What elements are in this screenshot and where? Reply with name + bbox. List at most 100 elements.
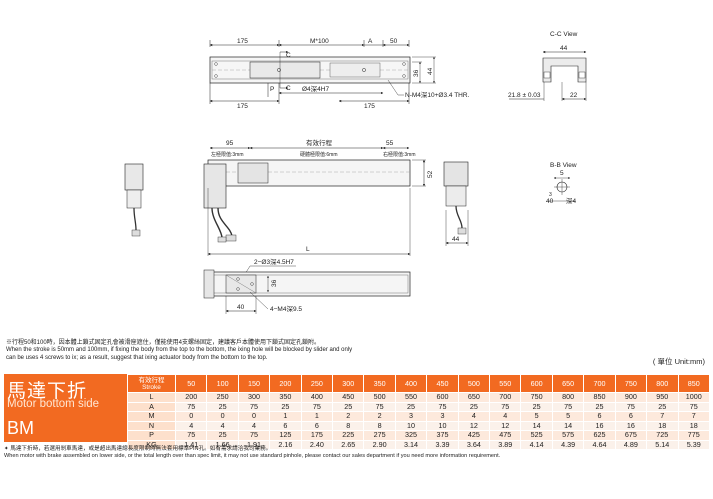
table-cell: 25 [206, 401, 239, 412]
dim-44-top: 44 [427, 67, 434, 75]
table-cell: 400 [300, 392, 334, 403]
table-cell: 18 [677, 420, 710, 431]
footnote-cn: ✦ 馬達下折時，若選用剎車馬達，或是超出馬達總長度限制時無法套用標準PIN孔。如… [4, 446, 272, 452]
side-dim-l: L [306, 246, 310, 253]
table-cell: 250 [206, 392, 239, 403]
bb-dim-40: 40 [546, 198, 554, 205]
table-cell: 200 [174, 392, 208, 403]
section-p: P [270, 86, 274, 93]
cc-view: C-C View 44 21.8 ± 0.03 22 [508, 31, 587, 101]
table-cell: 2.16 [269, 439, 302, 450]
table-cell: 5.14 [646, 439, 679, 450]
side-view: 95 有效行程 55 左極限值:3mm 硬體極限值:6mm 右極限值:3mm 5… [124, 138, 469, 256]
section-c-top: C [286, 52, 291, 59]
side-dim-44: 44 [452, 236, 460, 243]
hole-d4: Ø4深4H7 [302, 84, 329, 93]
bb-dim-3: 3 [549, 192, 552, 198]
table-cell: 0 [237, 411, 271, 422]
table-cell: 8 [332, 420, 365, 431]
table-cell: 14 [520, 420, 553, 431]
table-cell: 500 [363, 392, 396, 403]
table-cell: 6 [583, 411, 616, 422]
table-cell: 2 [363, 411, 396, 422]
title-panel: 馬達下折 Motor bottom side BM [4, 374, 127, 442]
table-cell: 350 [269, 392, 302, 403]
table-cell: 375 [426, 430, 459, 441]
table-cell: 675 [614, 430, 648, 441]
table-cell: 25 [520, 401, 553, 412]
header-stroke-50: 50 [174, 374, 208, 393]
table-cell: 3.14 [394, 439, 428, 450]
table-cell: 75 [489, 401, 522, 412]
table-cell: 175 [300, 430, 334, 441]
hard-limit: 硬體極限值:6mm [300, 151, 338, 158]
row-label: N [127, 420, 176, 431]
row-label: P [127, 430, 176, 441]
table-cell: 1000 [677, 392, 710, 403]
stroke-note: ※行程50和100時，因本體上鎖式固定孔會被滑座遮住，僅能使用4支螺絲固定，建議… [6, 340, 566, 362]
slider-top [249, 61, 321, 79]
header-stroke-500: 500 [457, 374, 491, 393]
section-c-bottom: C [286, 85, 291, 92]
table-cell: 25 [646, 401, 679, 412]
table-cell: 4 [489, 411, 522, 422]
table-cell: 25 [332, 401, 365, 412]
motor-front [124, 163, 144, 191]
header-stroke: 有效行程 Stroke [127, 374, 176, 393]
side-dim-95: 95 [226, 140, 234, 147]
table-cell: 550 [394, 392, 428, 403]
table-cell: 775 [677, 430, 710, 441]
table-cell: 1 [269, 411, 302, 422]
note-en-2: can be uses 4 screws to ix; as a result,… [6, 354, 268, 361]
footnote: ✦ 馬達下折時，若選用剎車馬達，或是超出馬達總長度限制時無法套用標準PIN孔。如… [4, 446, 710, 460]
row-label: L [127, 392, 176, 403]
table-cell: 75 [551, 401, 585, 412]
table-cell: 300 [237, 392, 271, 403]
header-stroke-150: 150 [237, 374, 271, 393]
footnote-en: When motor with brake assembled on lower… [4, 453, 501, 459]
table-cell: 75 [426, 401, 459, 412]
table-cell: 12 [457, 420, 491, 431]
table-cell: 3 [426, 411, 459, 422]
table-cell: 16 [583, 420, 616, 431]
thread-note-top: N-M4深10+Ø3.4 THR. [405, 90, 470, 99]
table-cell: 75 [363, 401, 396, 412]
right-buffer: 右極限值:3mm [383, 151, 416, 158]
dim-175-top: 175 [237, 38, 248, 45]
header-stroke-400: 400 [394, 374, 428, 393]
table-cell: 7 [646, 411, 679, 422]
table-cell: 900 [614, 392, 648, 403]
side-dim-55: 55 [386, 140, 394, 147]
table-cell: 14 [551, 420, 585, 431]
header-stroke-450: 450 [426, 374, 459, 393]
note-cn: ※行程50和100時，因本體上鎖式固定孔會被滑座遮住，僅能使用4支螺絲固定，建議… [6, 340, 321, 346]
table-cell: 575 [551, 430, 585, 441]
table-cell: 25 [394, 401, 428, 412]
bottom-view: 2−Ø3深4.5H7 36 40 4−M4深9.5 [203, 257, 411, 314]
header-stroke-300: 300 [332, 374, 365, 393]
table-cell: 0 [206, 411, 239, 422]
note-en-1: When the stroke is 50mm and 100mm, if fi… [6, 347, 353, 354]
header-stroke-en: Stroke [142, 383, 161, 391]
left-buffer: 左極限值:3mm [211, 151, 244, 158]
table-cell: 8 [363, 420, 396, 431]
bottom-dim-36: 36 [271, 279, 278, 287]
table-cell: 12 [489, 420, 522, 431]
table-cell: 325 [394, 430, 428, 441]
table-cell: 25 [457, 401, 491, 412]
bottom-hole-note: 2−Ø3深4.5H7 [254, 257, 294, 266]
table-cell: 275 [363, 430, 396, 441]
table-cell: 75 [300, 401, 334, 412]
slider-side [237, 162, 269, 184]
cc-dim-44: 44 [560, 45, 568, 52]
table-cell: 2.90 [363, 439, 396, 450]
table-cell: 525 [520, 430, 553, 441]
header-stroke-850: 850 [677, 374, 710, 393]
end-view-block [443, 161, 469, 187]
title-cn: 馬達下折 [7, 381, 88, 402]
table-cell: 475 [489, 430, 522, 441]
